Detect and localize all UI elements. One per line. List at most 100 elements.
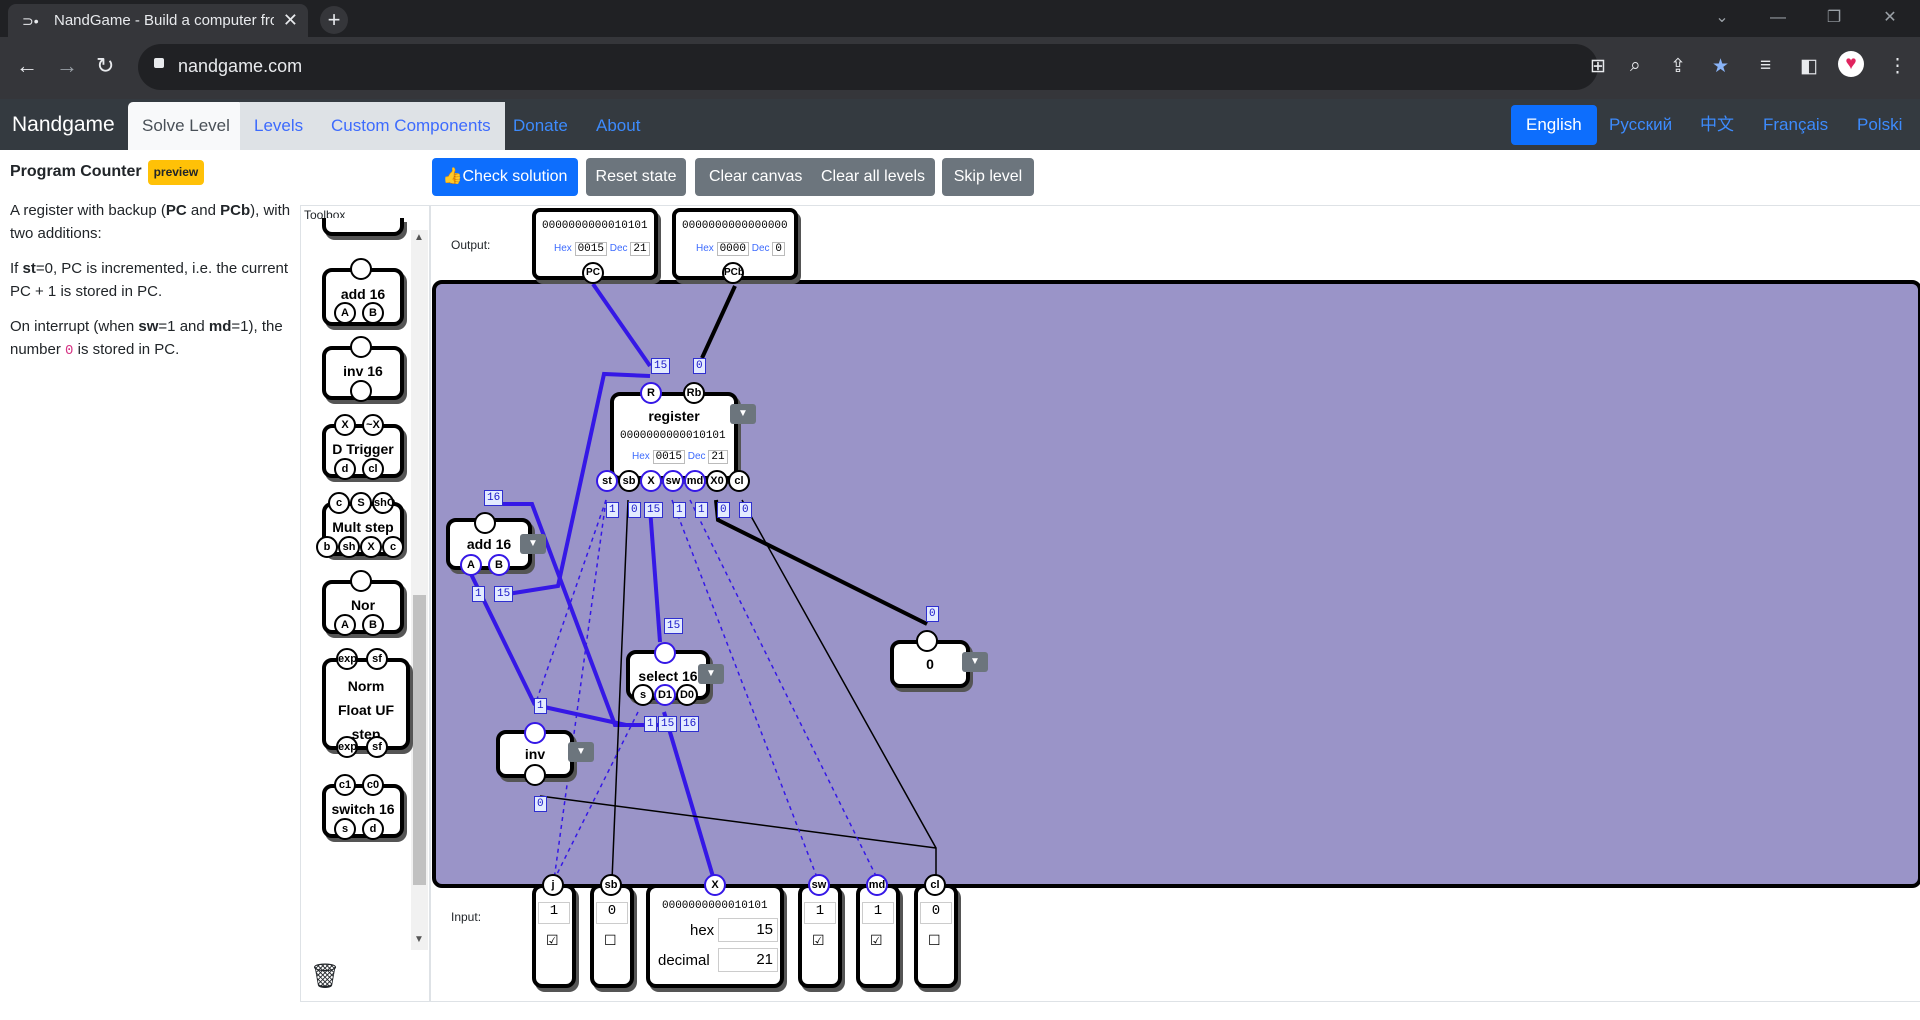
pin-select-d0[interactable]: D0 — [676, 684, 698, 706]
desc-text: A register with backup ( — [10, 202, 166, 219]
reset-state-button[interactable]: Reset state — [586, 158, 686, 196]
checkbox-unchecked-icon[interactable]: ☐ — [928, 932, 941, 948]
scroll-down-icon[interactable]: ▼ — [414, 934, 424, 945]
desc-bold-pcb: PCb — [220, 202, 251, 219]
nav-levels[interactable]: Levels — [240, 102, 318, 150]
input-j[interactable]: 1 ☑ — [532, 884, 576, 988]
wire-value: 1 — [472, 586, 485, 602]
pin-md-in[interactable]: md — [866, 874, 888, 896]
input-sw[interactable]: 1 ☑ — [798, 884, 842, 988]
close-tab-icon[interactable]: ✕ — [282, 10, 298, 30]
profile-avatar-icon[interactable]: ♥ — [1838, 51, 1864, 77]
pin-x0[interactable]: X0 — [706, 470, 728, 492]
circuit-canvas[interactable] — [430, 205, 1920, 1002]
pin-st[interactable]: st — [596, 470, 618, 492]
lang-french[interactable]: Français — [1763, 115, 1829, 134]
pin-rb[interactable]: Rb — [683, 382, 705, 404]
hex-dec-readout: Hex 0015 Dec 21 — [632, 450, 728, 464]
lang-chinese[interactable]: 中文 — [1700, 115, 1734, 134]
trash-icon[interactable]: 🗑 — [310, 963, 341, 990]
clear-canvas-button[interactable]: Clear canvas — [709, 168, 803, 185]
pin-sw-in[interactable]: sw — [808, 874, 830, 896]
pin-cl[interactable]: cl — [728, 470, 750, 492]
pin-add-a[interactable]: A — [460, 554, 482, 576]
hex-input[interactable]: 15 — [718, 918, 778, 942]
register-component[interactable]: register 0000000000010101 Hex 0015 Dec 2… — [610, 392, 738, 480]
new-tab-icon[interactable]: + — [320, 6, 348, 34]
preview-badge: preview — [147, 160, 205, 185]
pin-add-out[interactable] — [474, 512, 496, 534]
toolbox-item-dtrigger[interactable]: D Trigger — [322, 424, 404, 478]
pin-select-s[interactable]: s — [632, 684, 654, 706]
toolbox-scroll-thumb[interactable] — [413, 595, 426, 885]
brand-logo[interactable]: Nandgame — [12, 113, 115, 136]
close-window-icon[interactable]: ✕ — [1883, 9, 1897, 26]
decimal-input[interactable]: 21 — [718, 948, 778, 972]
bookmark-star-icon[interactable]: ★ — [1712, 56, 1730, 77]
pin-x[interactable]: X — [640, 470, 662, 492]
pin-sb[interactable]: sb — [618, 470, 640, 492]
scroll-up-icon[interactable]: ▲ — [414, 232, 424, 243]
clear-all-levels-button[interactable]: Clear all levels — [821, 168, 926, 185]
constant-title: 0 — [926, 656, 934, 672]
forward-icon[interactable]: → — [56, 53, 78, 78]
checkbox-checked-icon[interactable]: ☑ — [870, 932, 883, 948]
lang-russian[interactable]: Русский — [1609, 115, 1673, 134]
reading-list-icon[interactable]: ≡ — [1760, 55, 1772, 76]
browser-tab[interactable]: ⊃• NandGame - Build a computer from scra… — [8, 4, 308, 37]
pin-sb-in[interactable]: sb — [600, 874, 622, 896]
translate-icon[interactable]: ⊞ — [1590, 56, 1606, 77]
wire — [741, 499, 937, 880]
lang-english[interactable]: English — [1511, 105, 1597, 145]
skip-level-button[interactable]: Skip level — [942, 158, 1034, 196]
pin-add-b[interactable]: B — [488, 554, 510, 576]
pin-cl-in[interactable]: cl — [924, 874, 946, 896]
url-field[interactable]: nandgame.com — [138, 44, 1598, 90]
pin-md[interactable]: md — [684, 470, 706, 492]
toolbox-item-normfloat[interactable]: Norm Float UF step — [322, 658, 410, 750]
add16-dropdown[interactable]: ▼ — [520, 534, 546, 554]
nav-solve-level[interactable]: Solve Level — [128, 102, 244, 150]
desc-para-1: A register with backup (PC and PCb), wit… — [10, 199, 295, 245]
input-cl[interactable]: 0 ☐ — [914, 884, 958, 988]
checkbox-unchecked-icon[interactable]: ☐ — [604, 932, 617, 948]
back-icon[interactable]: ← — [16, 53, 38, 78]
side-panel-icon[interactable]: ◧ — [1800, 56, 1818, 77]
constant-dropdown[interactable]: ▼ — [962, 652, 988, 672]
pin-inv-in[interactable] — [524, 764, 546, 786]
lang-polish[interactable]: Polski — [1857, 115, 1903, 134]
select16-dropdown[interactable]: ▼ — [698, 664, 724, 684]
circuit-board[interactable] — [432, 280, 1920, 888]
pin-pcb[interactable]: PCb — [722, 262, 744, 284]
pin-sw[interactable]: sw — [662, 470, 684, 492]
checkbox-checked-icon[interactable]: ☑ — [546, 932, 559, 948]
pin-r[interactable]: R — [640, 382, 662, 404]
menu-kebab-icon[interactable]: ⋮ — [1888, 56, 1907, 77]
pin-select-d1[interactable]: D1 — [654, 684, 676, 706]
pin-select-out[interactable] — [654, 642, 676, 664]
input-sb[interactable]: 0 ☐ — [590, 884, 634, 988]
nav-custom-components[interactable]: Custom Components — [317, 102, 505, 150]
zoom-icon[interactable]: ⌕ — [1630, 55, 1641, 76]
nav-about[interactable]: About — [596, 116, 641, 135]
minimize-icon[interactable]: — — [1770, 9, 1786, 26]
tab-search-icon[interactable]: ⌄ — [1715, 9, 1729, 26]
pin-x-in[interactable]: X — [704, 874, 726, 896]
nav-donate[interactable]: Donate — [513, 116, 568, 135]
pin-constant-out[interactable] — [916, 630, 938, 652]
restore-icon[interactable]: ❐ — [1826, 9, 1842, 26]
input-x[interactable]: 0000000000010101 hex 15 decimal 21 — [646, 884, 784, 988]
reload-icon[interactable]: ↻ — [96, 53, 115, 78]
pin-pc[interactable]: PC — [582, 262, 604, 284]
inv-dropdown[interactable]: ▼ — [568, 742, 594, 762]
share-icon[interactable]: ⇪ — [1670, 56, 1686, 77]
input-md[interactable]: 1 ☑ — [856, 884, 900, 988]
output-label: Output: — [451, 238, 491, 252]
register-dropdown[interactable]: ▼ — [730, 404, 756, 424]
pin-j[interactable]: j — [542, 874, 564, 896]
pin-inv-out[interactable] — [524, 722, 546, 744]
checkbox-checked-icon[interactable]: ☑ — [812, 932, 825, 948]
check-solution-button[interactable]: 👍Check solution — [432, 158, 578, 196]
toolbox-item-partial[interactable] — [322, 218, 404, 236]
